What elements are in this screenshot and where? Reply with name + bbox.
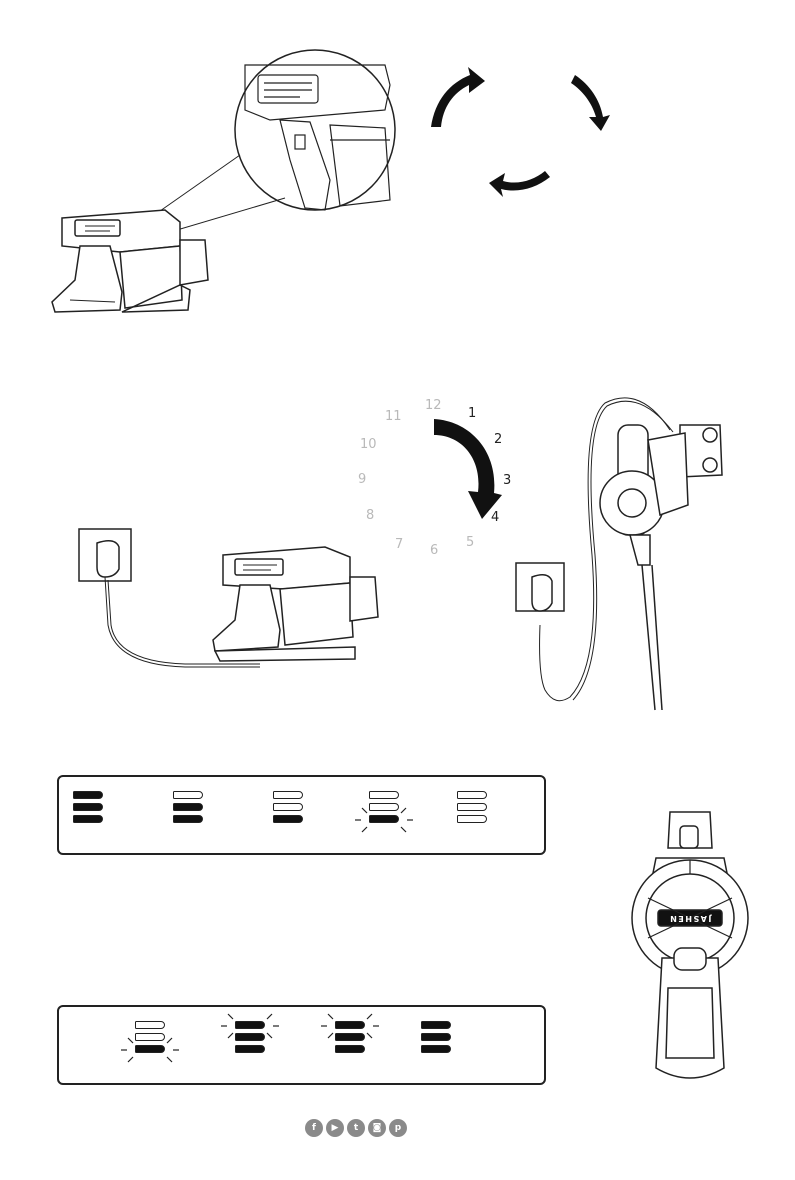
battery-indicator-4 [421, 1021, 451, 1057]
battery-indicator-2 [173, 791, 203, 827]
vacuum-rear-view-illustration: JASHEN [628, 808, 753, 1088]
clock-number-5: 5 [466, 535, 474, 550]
arrow-top-left [431, 67, 485, 127]
battery-indicator-3 [273, 791, 303, 827]
blink-rays [125, 1036, 175, 1064]
battery-indicator-1 [135, 1021, 165, 1057]
indicator-segment [273, 791, 303, 799]
blink-rays [225, 1012, 275, 1040]
stick-vacuum-charging-illustration [510, 385, 740, 715]
indicator-segment [369, 791, 399, 799]
indicator-segment [421, 1021, 451, 1029]
indicator-segment [421, 1033, 451, 1041]
clock-number-9: 9 [358, 472, 366, 487]
battery-indicator-panel-1 [57, 775, 546, 855]
battery-indicator-4 [369, 791, 399, 827]
indicator-segment [273, 803, 303, 811]
clock-number-12: 12 [425, 398, 442, 413]
indicator-segment [173, 815, 203, 823]
indicator-segment [335, 1045, 365, 1053]
indicator-segment [421, 1045, 451, 1053]
arrow-top-right [571, 75, 610, 131]
indicator-segment [73, 815, 103, 823]
indicator-segment [235, 1021, 265, 1029]
arrow-bottom [489, 171, 550, 197]
blink-rays [359, 806, 409, 834]
indicator-segment [173, 803, 203, 811]
indicator-segment [173, 791, 203, 799]
indicator-segment [135, 1045, 165, 1053]
battery-indicator-2 [235, 1021, 265, 1057]
facebook-icon[interactable]: f [305, 1119, 323, 1137]
handheld-vacuum-zoom-illustration [40, 40, 410, 330]
social-media-icons: f ▶ t ◙ p [305, 1119, 407, 1137]
indicator-segment [369, 815, 399, 823]
clock-number-11: 11 [385, 409, 402, 424]
indicator-segment [457, 815, 487, 823]
battery-indicator-1 [73, 791, 103, 827]
battery-indicator-panel-2 [57, 1005, 546, 1085]
indicator-segment [235, 1045, 265, 1053]
clock-number-7: 7 [395, 537, 403, 552]
clock-number-6: 6 [430, 543, 438, 558]
twitter-icon[interactable]: t [347, 1119, 365, 1137]
indicator-segment [273, 815, 303, 823]
pinterest-icon[interactable]: p [389, 1119, 407, 1137]
instagram-icon[interactable]: ◙ [368, 1119, 386, 1137]
indicator-segment [457, 803, 487, 811]
indicator-segment [135, 1021, 165, 1029]
battery-indicator-5 [457, 791, 487, 827]
youtube-icon[interactable]: ▶ [326, 1119, 344, 1137]
indicator-segment [335, 1021, 365, 1029]
indicator-segment [73, 791, 103, 799]
indicator-segment [457, 791, 487, 799]
rotation-arrows [425, 65, 625, 205]
blink-rays [325, 1012, 375, 1040]
clock-number-8: 8 [366, 508, 374, 523]
clock-arc-arrow [430, 415, 510, 530]
indicator-segment [73, 803, 103, 811]
clock-number-10: 10 [360, 437, 377, 452]
brand-logo-text: JASHEN [669, 914, 713, 923]
battery-indicator-3 [335, 1021, 365, 1057]
handheld-charging-illustration [75, 525, 385, 685]
